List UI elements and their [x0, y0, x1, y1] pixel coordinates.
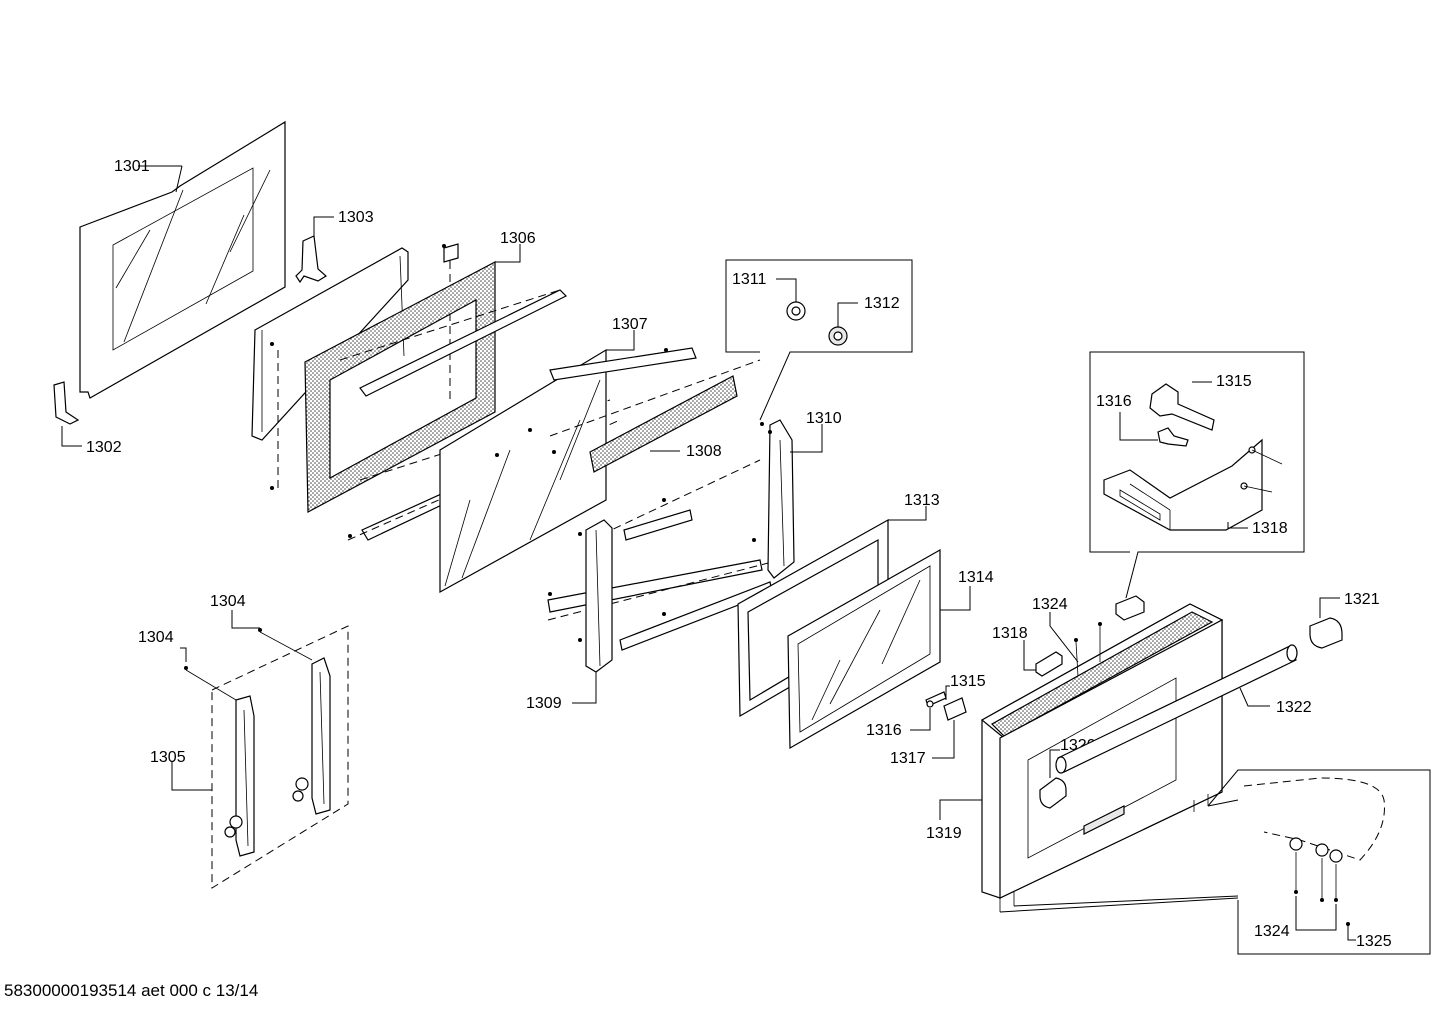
part-1303-clip: [295, 235, 328, 284]
label-1310: 1310: [806, 410, 842, 427]
part-1321-end-cap: [1309, 617, 1343, 649]
leader-1307: [606, 330, 635, 351]
label-1325: 1325: [1356, 933, 1392, 950]
leader-1316a: [1119, 412, 1158, 441]
part-1319-door-front: [980, 603, 1224, 912]
leader-1305: [171, 762, 212, 791]
part-1320-knob: [1039, 777, 1067, 809]
leader-1310: [790, 424, 823, 453]
leader-1321: [1319, 597, 1340, 618]
leader-1320: [1049, 749, 1060, 778]
leader-1317: [932, 720, 955, 759]
label-1312: 1312: [864, 295, 900, 312]
part-1307-middle-glass: [439, 348, 607, 594]
label-1301: 1301: [114, 158, 150, 175]
label-1316-a: 1316: [1096, 393, 1132, 410]
leader-1324b: [1295, 896, 1337, 931]
label-1304-a: 1304: [138, 629, 174, 646]
leader-1312: [837, 302, 858, 327]
part-1306-gasket-frame: [304, 261, 496, 513]
part-1318-panel-bracket: [1035, 595, 1145, 677]
part-1315-1316-1317-hinge-bits: [925, 691, 967, 721]
label-1315-b: 1315: [950, 673, 986, 690]
label-1309: 1309: [526, 695, 562, 712]
label-1304-b: 1304: [210, 593, 246, 610]
label-1306: 1306: [500, 230, 536, 247]
leader-1313: [888, 506, 927, 521]
leader-1324a: [1049, 612, 1079, 663]
leader-1302: [61, 426, 82, 447]
label-1324-b: 1324: [1254, 923, 1290, 940]
leader-1306: [495, 244, 521, 263]
part-1302-clip: [53, 381, 80, 425]
part-1314-inner-glass: [787, 548, 941, 750]
document-reference: 58300000193514 aet 000 c 13/14: [4, 981, 259, 1000]
leader-1319: [939, 799, 982, 820]
part-1324-panel-screws: [1074, 622, 1102, 677]
callout-box-1311-1312: [725, 259, 913, 421]
leader-1304b: [231, 610, 260, 629]
label-1319: 1319: [926, 825, 962, 842]
leader-1325: [1347, 924, 1356, 941]
part-1301-outer-glass: [79, 120, 286, 399]
callout-box-1315-1316-1318: [1089, 351, 1305, 599]
label-1317: 1317: [890, 750, 926, 767]
leader-1309: [572, 672, 597, 704]
label-1315-a: 1315: [1216, 373, 1252, 390]
label-1316-b: 1316: [866, 722, 902, 739]
leader-1304a: [180, 647, 187, 662]
label-1305: 1305: [150, 749, 186, 766]
part-1310-side-bracket: [760, 419, 795, 579]
leader-1303: [313, 216, 334, 236]
label-1303: 1303: [338, 209, 374, 226]
part-inner-frame: [251, 243, 459, 490]
label-1313: 1313: [904, 492, 940, 509]
label-1324-a: 1324: [1032, 596, 1068, 613]
leader-1301b: [175, 165, 183, 193]
leader-1314: [940, 586, 971, 611]
part-1308-strip: [589, 375, 738, 473]
label-1308: 1308: [686, 443, 722, 460]
label-1314: 1314: [958, 569, 994, 586]
part-1322-handle-bar: [1055, 644, 1298, 774]
leader-1316b: [910, 708, 931, 731]
leader-1322: [1239, 687, 1270, 707]
label-1321: 1321: [1344, 591, 1380, 608]
leader-1304b-line: [259, 631, 313, 661]
leader-1315b: [945, 685, 950, 700]
leader-1318b: [1023, 640, 1036, 671]
leader-1311: [776, 278, 797, 302]
part-1309-side-bracket: [578, 519, 613, 673]
label-1318-a: 1318: [1252, 520, 1288, 537]
label-1311: 1311: [732, 271, 767, 288]
leader-1304a-line: [185, 669, 237, 701]
label-1307: 1307: [612, 316, 648, 333]
label-1322: 1322: [1276, 699, 1312, 716]
label-1318-b: 1318: [992, 625, 1028, 642]
callout-box-1324-1325: [999, 769, 1431, 955]
label-1302: 1302: [86, 439, 122, 456]
part-1305-hinge-set: [211, 625, 349, 889]
leader-1318a: [1227, 522, 1248, 529]
